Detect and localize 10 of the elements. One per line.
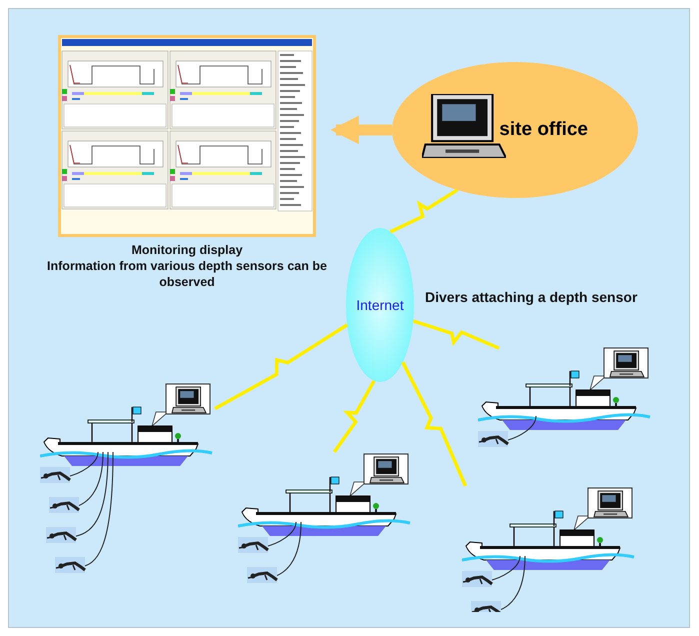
node-title: Internet bbox=[356, 297, 404, 313]
lightning-link bbox=[401, 361, 468, 487]
lightning-link bbox=[412, 319, 500, 350]
node-title: site office bbox=[499, 119, 588, 141]
node-label: Information from various depth sensors can be observed bbox=[46, 258, 328, 290]
lightning-link bbox=[214, 323, 348, 410]
lightning-link bbox=[332, 380, 376, 454]
arrow bbox=[330, 116, 392, 144]
note-text: Divers attaching a depth sensor bbox=[425, 289, 638, 305]
node-label: Monitoring display bbox=[130, 242, 244, 258]
